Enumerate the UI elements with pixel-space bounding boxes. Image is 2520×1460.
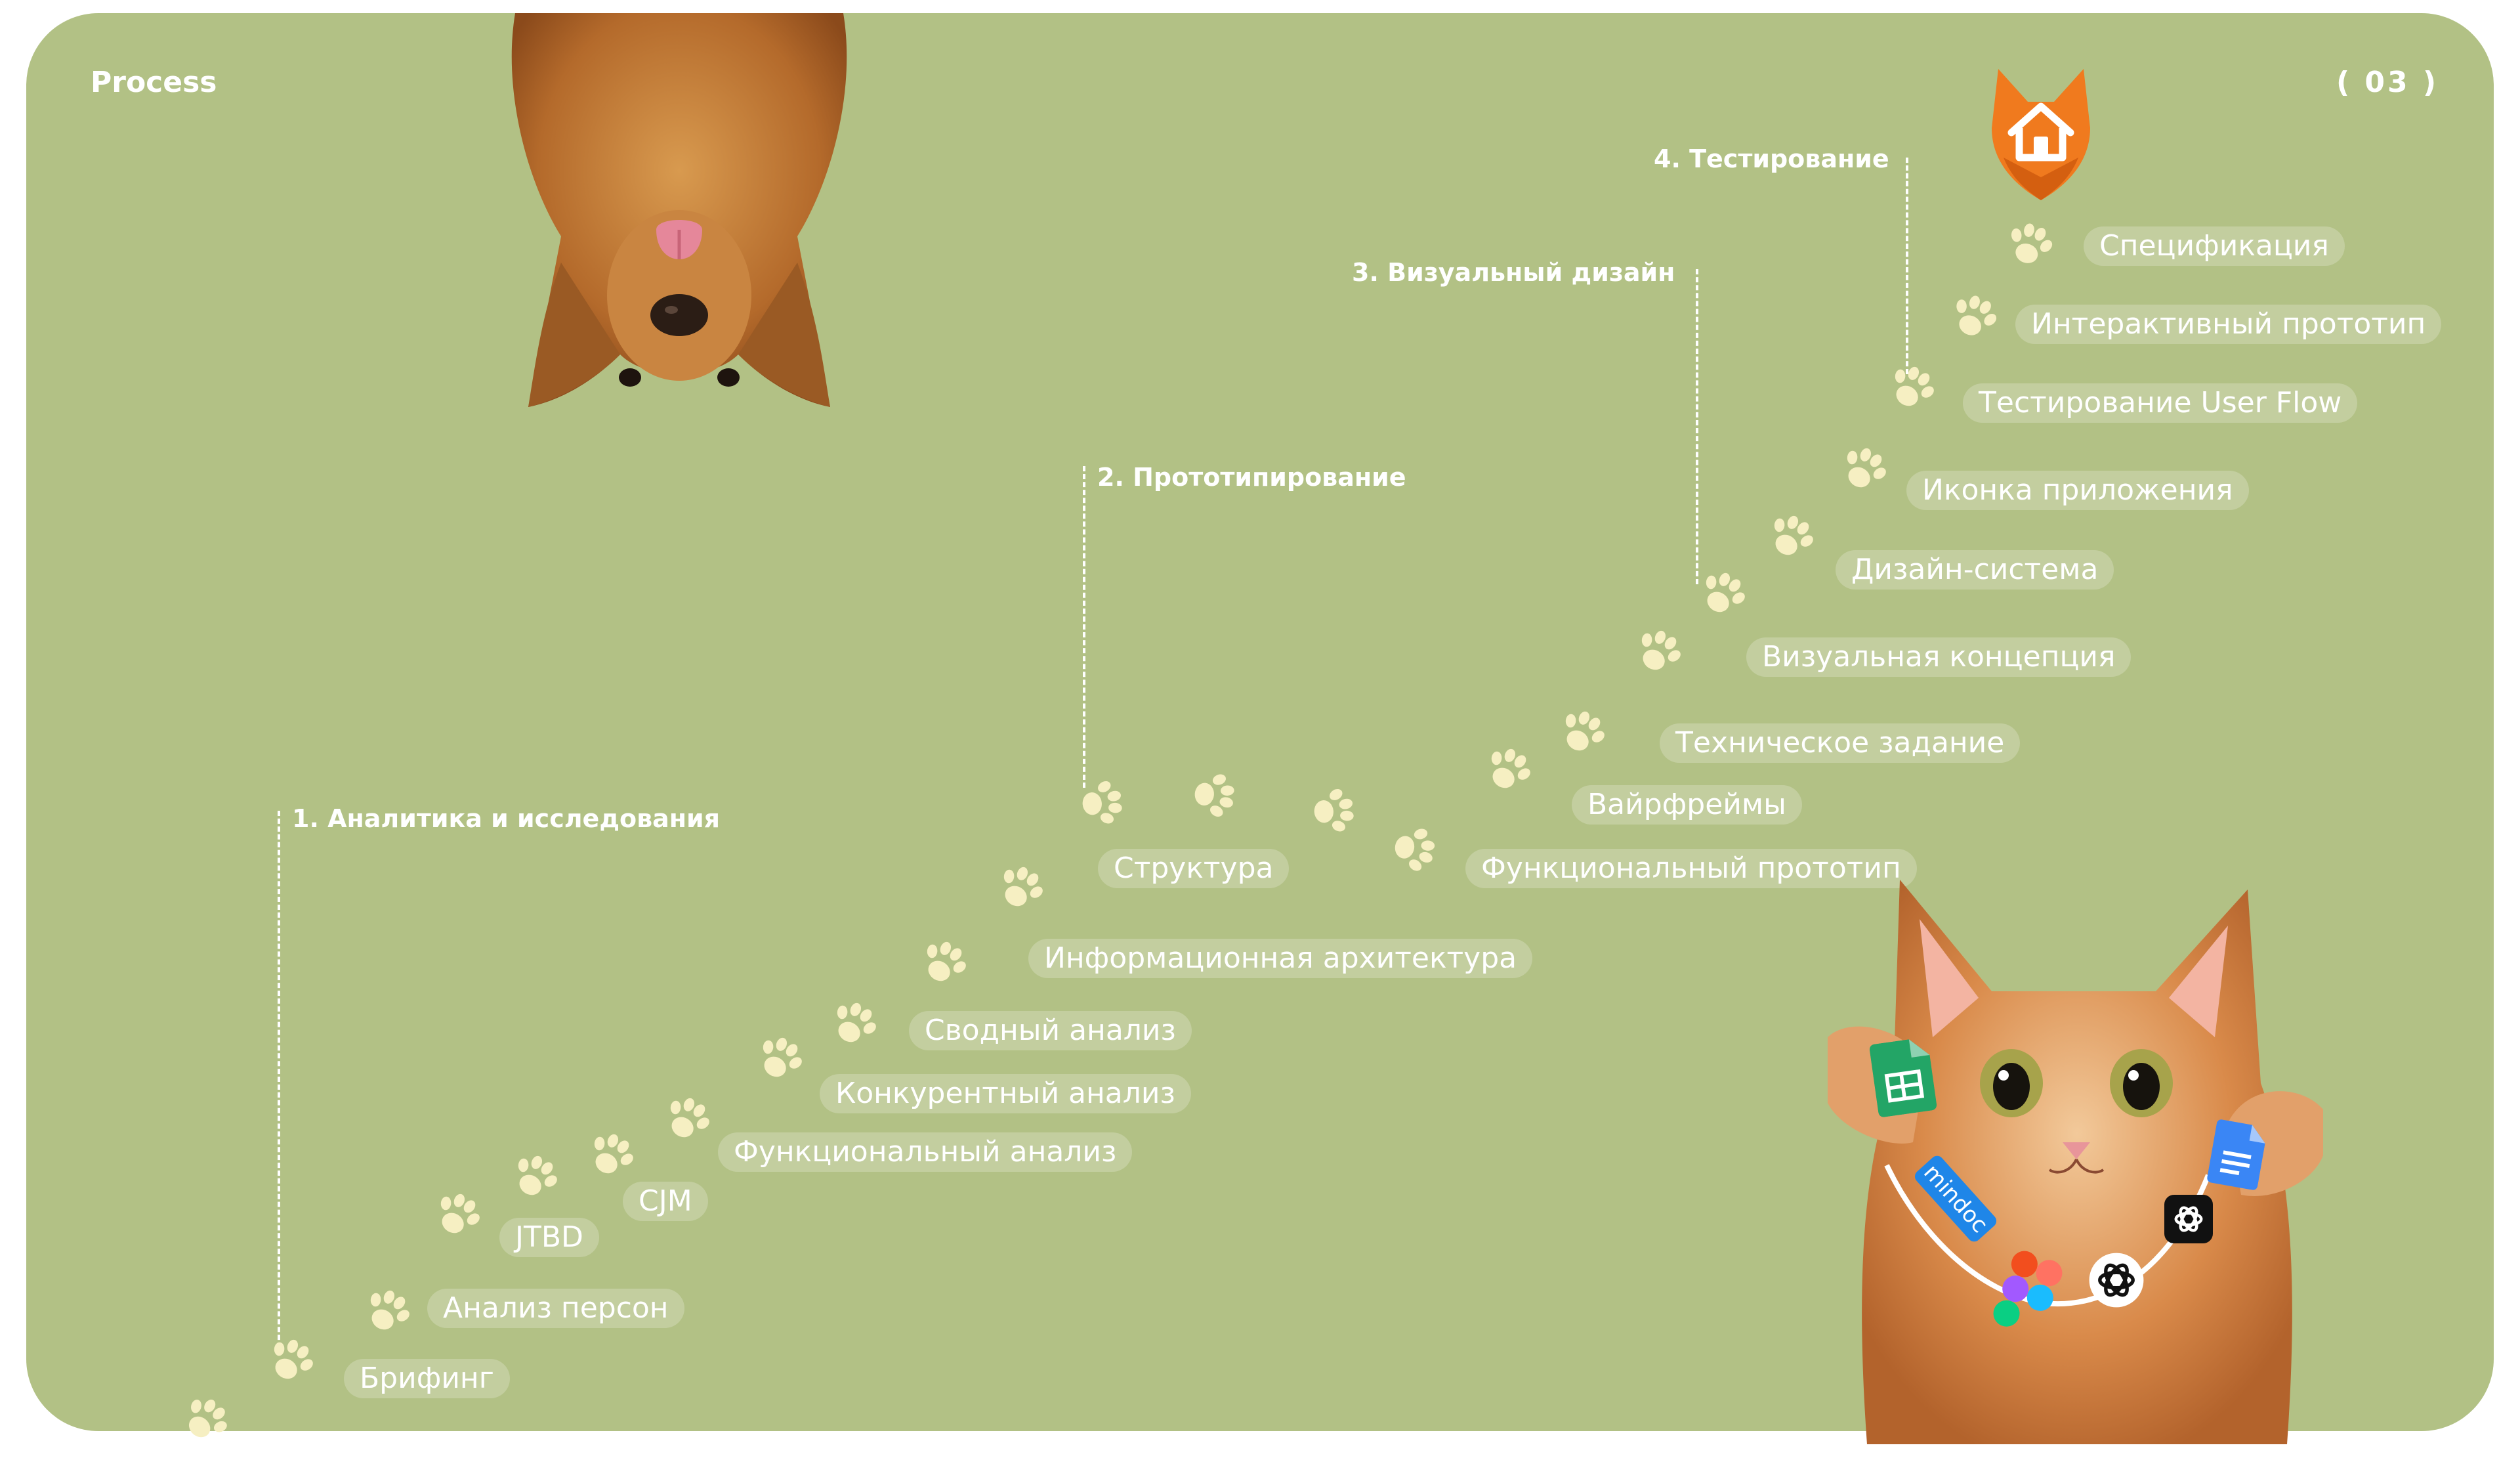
paw-icon [358, 1281, 418, 1340]
stage-connector [1906, 158, 1908, 374]
step-pill: Тестирование User Flow [1963, 383, 2358, 423]
stage-label: 1. Аналитика и исследования [292, 804, 721, 833]
paw-icon [428, 1185, 488, 1243]
step-pill: CJM [623, 1182, 708, 1221]
slide-title: Process [91, 66, 217, 99]
step-pill: Иконка приложения [1906, 471, 2249, 510]
paw-icon [1312, 785, 1356, 836]
paw-icon [505, 1147, 566, 1205]
paw-icon [2001, 217, 2059, 270]
step-pill: Спецификация [2084, 226, 2345, 266]
paw-icon [1479, 740, 1539, 798]
paw-icon [1080, 777, 1124, 828]
paw-icon [991, 858, 1051, 916]
step-pill: Функциональный анализ [718, 1132, 1133, 1172]
step-pill: Интерактивный прототип [2015, 305, 2442, 344]
paw-icon [1391, 823, 1438, 876]
step-pill: Структура [1098, 849, 1290, 888]
stage-label: 3. Визуальный дизайн [1352, 258, 1675, 287]
paw-icon [824, 994, 885, 1052]
figma-icon [1993, 1251, 2063, 1327]
paw-icon [1629, 622, 1689, 680]
paw-icon [175, 1388, 237, 1449]
step-pill: Сводный анализ [909, 1011, 1192, 1050]
cat-photo [1828, 880, 2323, 1444]
paw-icon [1834, 439, 1895, 498]
paw-icon [1944, 288, 2004, 344]
page-number: ( 03 ) [2336, 66, 2439, 99]
step-pill: Дизайн-система [1836, 550, 2114, 590]
paw-icon [658, 1089, 718, 1148]
stage-connector [1696, 269, 1698, 584]
stage-connector [278, 811, 280, 1356]
google-docs-icon [2207, 1119, 2265, 1190]
chatgpt-icon [2164, 1195, 2213, 1243]
chatgpt-icon [2089, 1253, 2144, 1308]
step-pill: Анализ персон [427, 1289, 684, 1328]
step-pill: Визуальная концепция [1746, 637, 2132, 677]
paw-icon [750, 1029, 810, 1087]
google-sheets-icon [1869, 1039, 1937, 1117]
step-pill: Техническое задание [1660, 723, 2021, 763]
step-pill: JTBD [499, 1218, 599, 1257]
step-pill: Конкурентный анализ [820, 1074, 1191, 1113]
paw-icon [1761, 507, 1822, 565]
step-pill: Функциональный прототип [1465, 849, 1917, 888]
paw-icon [914, 933, 975, 991]
stage-label: 4. Тестирование [1654, 144, 1889, 173]
dog-photo [511, 13, 847, 407]
step-pill: Информационная архитектура [1028, 939, 1533, 978]
stage-label: 2. Прототипирование [1097, 463, 1406, 492]
paw-icon [1882, 358, 1942, 416]
stage-connector [1083, 466, 1085, 788]
step-pill: Вайрфреймы [1572, 785, 1802, 825]
paw-icon [1192, 770, 1236, 821]
paw-icon [1553, 702, 1613, 761]
fox-house-icon [1992, 69, 2090, 200]
step-pill: Брифинг [344, 1359, 510, 1398]
paw-icon [261, 1331, 322, 1389]
